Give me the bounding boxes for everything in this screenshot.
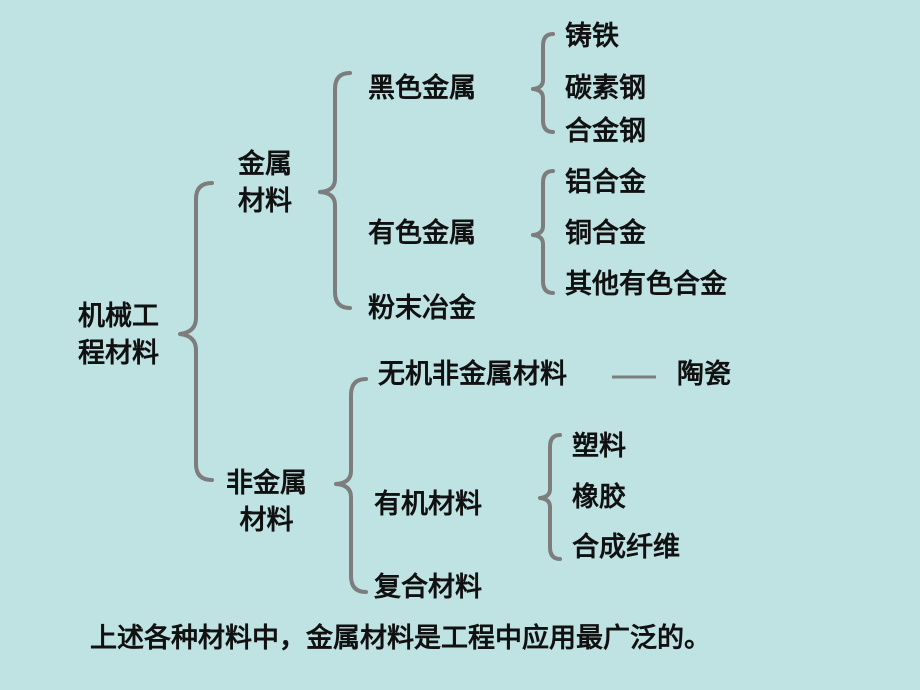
ferrous-item-carbon-steel: 碳素钢 — [565, 73, 646, 104]
metal-brace — [318, 71, 352, 310]
inorganic-item-ceramics: 陶瓷 — [677, 359, 731, 390]
nonferrous-brace — [531, 169, 555, 295]
root-label-line-2: 程材料 — [78, 338, 159, 369]
nonferrous-label: 有色金属 — [368, 218, 476, 249]
nonferrous-item-other-alloy: 其他有色合金 — [565, 269, 727, 300]
nonmetal-label: 非金属 材料 — [226, 465, 307, 539]
nonmetal-brace — [334, 377, 368, 594]
composite-label: 复合材料 — [374, 572, 482, 603]
inorganic-label: 无机非金属材料 — [378, 359, 567, 390]
ferrous-brace — [531, 32, 555, 134]
organic-item-synthetic-fiber: 合成纤维 — [572, 532, 680, 563]
root-label-line-1: 机械工 — [78, 301, 159, 332]
organic-item-plastic: 塑料 — [572, 431, 626, 462]
nonmetal-label-line-1: 非金属 — [226, 468, 307, 499]
root-brace — [178, 181, 214, 482]
nonferrous-item-copper-alloy: 铜合金 — [565, 218, 646, 249]
organic-item-rubber: 橡胶 — [572, 482, 626, 513]
organic-brace — [538, 433, 562, 561]
metal-label: 金属 材料 — [238, 146, 292, 220]
nonmetal-label-line-2: 材料 — [239, 505, 294, 536]
ferrous-item-cast-iron: 铸铁 — [565, 21, 619, 52]
ferrous-label: 黑色金属 — [368, 73, 476, 104]
nonferrous-item-aluminum-alloy: 铝合金 — [565, 167, 646, 198]
powder-metallurgy-label: 粉末冶金 — [368, 293, 476, 324]
metal-label-line-1: 金属 — [238, 149, 292, 180]
ferrous-item-alloy-steel: 合金钢 — [565, 116, 646, 147]
footer-note: 上述各种材料中，金属材料是工程中应用最广泛的。 — [90, 623, 711, 654]
organic-label: 有机材料 — [374, 489, 482, 520]
root-label: 机械工 程材料 — [78, 298, 159, 372]
metal-label-line-2: 材料 — [238, 186, 292, 217]
